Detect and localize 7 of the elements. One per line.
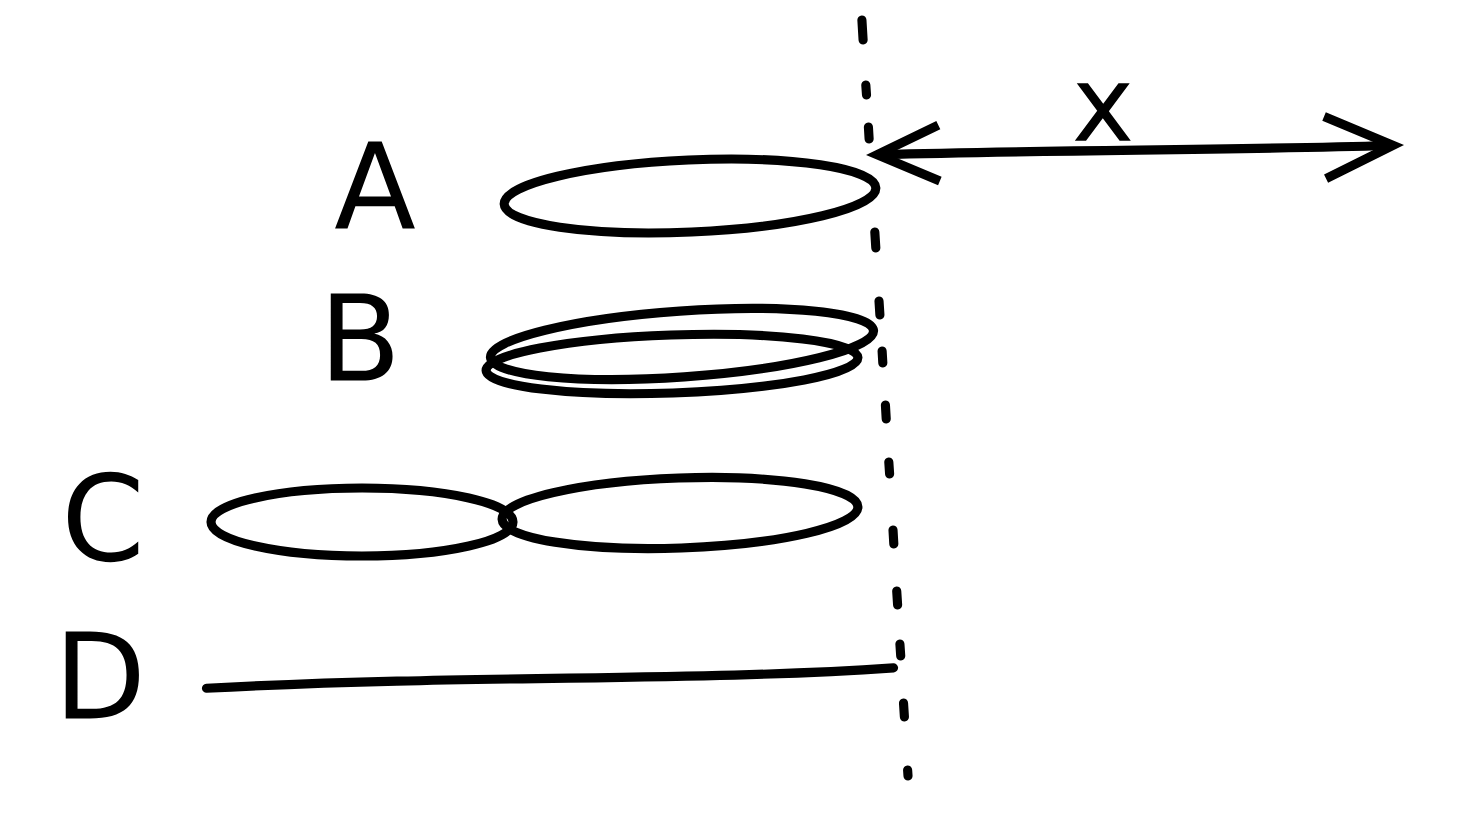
row-letter: A	[335, 141, 415, 229]
row-letter: C	[68, 471, 139, 563]
dimension-label: x	[1074, 83, 1131, 141]
row-letter: D	[65, 631, 139, 719]
row-letter: B	[330, 293, 393, 381]
oval	[206, 483, 518, 561]
horizontal-line	[201, 663, 899, 693]
